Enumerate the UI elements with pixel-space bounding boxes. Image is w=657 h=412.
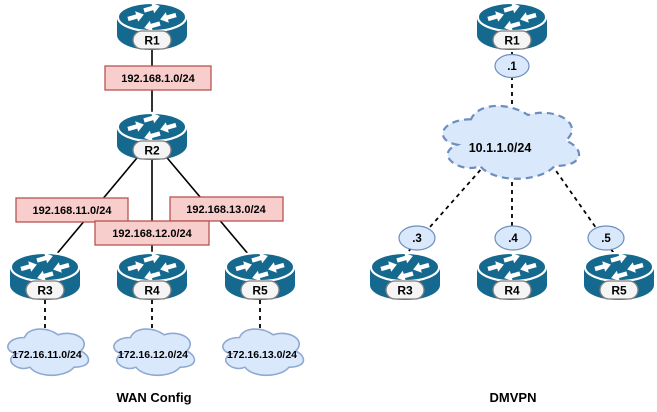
subnet-label-r2-r3: 192.168.11.0/24 bbox=[15, 197, 129, 223]
wan-router-r5: R5 bbox=[225, 251, 295, 300]
wan-lan-clouds: 172.16.11.0/24 172.16.12.0/24 172.16.13.… bbox=[7, 328, 305, 377]
ip-oval-r3: .3 bbox=[398, 225, 436, 251]
lan-cloud-r5: 172.16.13.0/24 bbox=[222, 328, 305, 377]
subnet-label-r2-r3-text: 192.168.11.0/24 bbox=[33, 205, 113, 217]
lan-cloud-r4: 172.16.12.0/24 bbox=[113, 328, 196, 377]
ip-oval-r5: .5 bbox=[587, 225, 625, 251]
dmvpn-cloud-icon bbox=[441, 104, 581, 180]
ip-oval-r5-text: .5 bbox=[601, 233, 611, 245]
wan-router-r1-label: R1 bbox=[144, 34, 160, 48]
ip-oval-r4-text: .4 bbox=[508, 233, 518, 245]
lan-cloud-r5-text: 172.16.13.0/24 bbox=[227, 349, 297, 361]
dmvpn-cloud: 10.1.1.0/24 bbox=[441, 104, 581, 180]
dmvpn-diagram-title: DMVPN bbox=[490, 390, 537, 405]
wan-router-r2-label: R2 bbox=[144, 144, 160, 158]
wan-subnet-labels: 192.168.1.0/24 192.168.11.0/24 192.168.1… bbox=[15, 65, 284, 246]
dmvpn-router-r5: R5 bbox=[584, 251, 654, 300]
wan-router-r2: R2 bbox=[117, 111, 187, 160]
subnet-label-r2-r5-text: 192.168.13.0/24 bbox=[186, 204, 266, 216]
wan-router-r5-label: R5 bbox=[252, 284, 268, 298]
dmvpn-router-r4: R4 bbox=[477, 251, 547, 300]
dmvpn-router-r3: R3 bbox=[370, 251, 440, 300]
wan-router-r4-label: R4 bbox=[144, 284, 160, 298]
wan-router-r1: R1 bbox=[117, 1, 187, 50]
ip-oval-r3-text: .3 bbox=[412, 233, 422, 245]
subnet-label-r1-r2-text: 192.168.1.0/24 bbox=[121, 73, 195, 85]
dmvpn-ip-ovals: .1 .3 .4 .5 bbox=[398, 53, 625, 251]
subnet-label-r2-r5: 192.168.13.0/24 bbox=[169, 196, 284, 222]
lan-cloud-r3-text: 172.16.11.0/24 bbox=[12, 349, 82, 361]
subnet-label-r2-r4-text: 192.168.12.0/24 bbox=[112, 228, 192, 240]
subnet-label-r1-r2: 192.168.1.0/24 bbox=[104, 65, 212, 91]
wan-diagram-title: WAN Config bbox=[116, 390, 191, 405]
wan-routers: R1 R2 R3 R4 R5 bbox=[10, 1, 295, 300]
ip-oval-r4: .4 bbox=[494, 225, 532, 251]
dmvpn-cloud-subnet-text: 10.1.1.0/24 bbox=[469, 141, 532, 155]
subnet-label-r2-r4: 192.168.12.0/24 bbox=[94, 220, 210, 246]
wan-router-r3: R3 bbox=[10, 251, 80, 300]
dmvpn-router-r1: R1 bbox=[477, 1, 547, 50]
dmvpn-router-r3-label: R3 bbox=[397, 284, 413, 298]
ip-oval-r1: .1 bbox=[494, 53, 530, 79]
dmvpn-router-r5-label: R5 bbox=[611, 284, 627, 298]
wan-router-r4: R4 bbox=[117, 251, 187, 300]
lan-cloud-r3: 172.16.11.0/24 bbox=[7, 328, 90, 377]
ip-oval-r1-text: .1 bbox=[507, 61, 517, 73]
lan-cloud-r4-text: 172.16.12.0/24 bbox=[118, 349, 188, 361]
dmvpn-routers: R1 R3 R4 R5 bbox=[370, 1, 654, 300]
dmvpn-router-r1-label: R1 bbox=[504, 34, 520, 48]
dmvpn-router-r4-label: R4 bbox=[504, 284, 520, 298]
wan-router-r3-label: R3 bbox=[37, 284, 53, 298]
